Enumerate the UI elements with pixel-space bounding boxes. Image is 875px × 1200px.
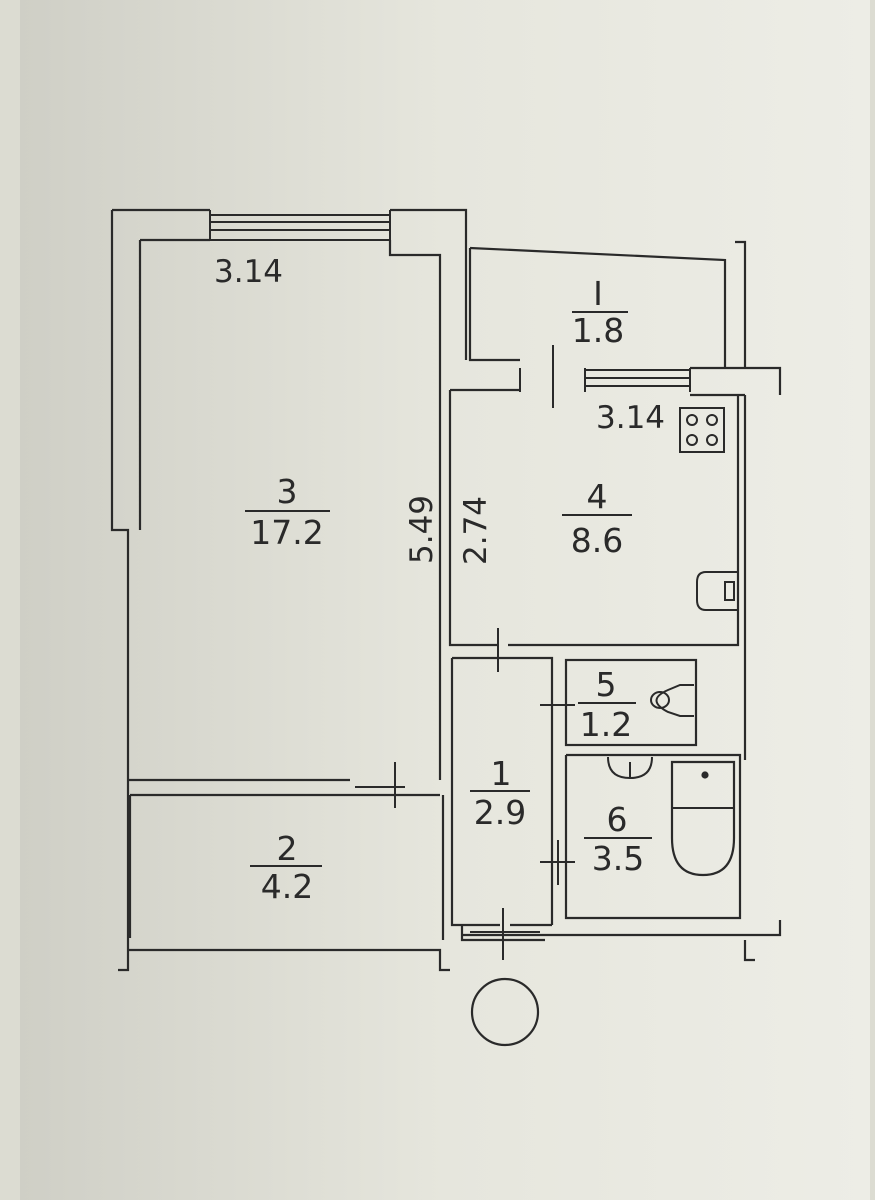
room-number: 3	[277, 472, 298, 511]
room-2-label: 2 4.2	[250, 829, 322, 906]
door-marks	[355, 345, 575, 960]
kitchen-width: 2.74	[458, 496, 494, 565]
room-area: 8.6	[571, 521, 623, 560]
room-area: 3.5	[592, 839, 644, 878]
window-top	[209, 210, 391, 241]
washbasin-icon	[650, 684, 694, 717]
bathtub-icon	[670, 760, 736, 877]
room-4-label: 4 8.6	[562, 477, 632, 560]
walls	[110, 208, 782, 972]
room-area: 4.2	[261, 867, 313, 906]
sink-icon	[696, 571, 738, 611]
room-3-label: 3 17.2	[245, 472, 330, 552]
room-number: 1	[491, 754, 512, 793]
room-area: 17.2	[250, 513, 323, 552]
room-number: 6	[607, 800, 628, 839]
compass-circle-icon	[470, 977, 540, 1047]
room-number: 4	[587, 477, 608, 516]
room-area: 2.9	[474, 793, 526, 832]
room3-ceiling-height: 3.14	[214, 254, 283, 290]
room-6-label: 6 3.5	[584, 800, 652, 878]
room-5-label: 5 1.2	[578, 665, 636, 744]
room-number: 5	[596, 665, 617, 704]
room-area: 1.8	[572, 311, 624, 350]
window-kitchen	[519, 368, 691, 392]
room3-length: 5.49	[404, 495, 440, 564]
stove-icon	[679, 407, 725, 453]
room-number: 2	[277, 829, 298, 868]
balcony-label: I 1.8	[572, 274, 628, 350]
room-number: I	[593, 274, 603, 313]
riser-icon	[607, 756, 653, 780]
kitchen-ceiling-height: 3.14	[596, 400, 665, 436]
paper-sheet	[20, 0, 870, 1200]
room-1-label: 1 2.9	[470, 754, 530, 832]
room-area: 1.2	[580, 705, 632, 744]
